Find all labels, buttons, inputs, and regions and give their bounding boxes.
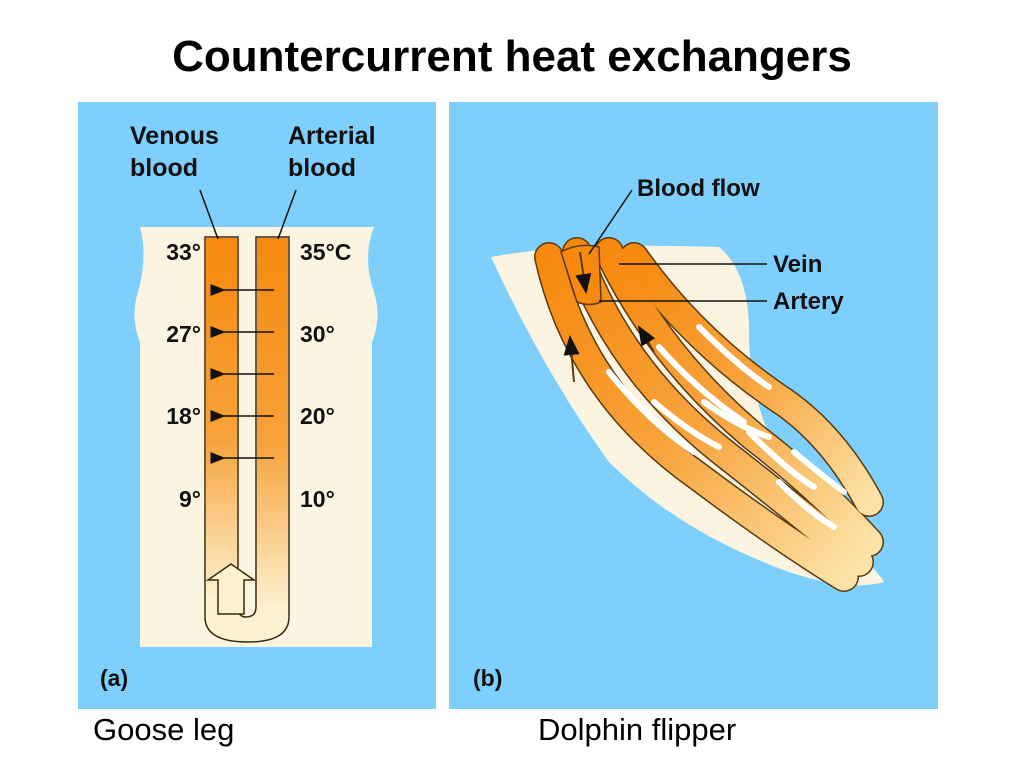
blood-flow-arrow-up bbox=[563, 335, 580, 383]
blood-flow-arrow-down bbox=[575, 251, 592, 294]
arterial-label-line2: blood bbox=[288, 154, 356, 182]
artery-label: Artery bbox=[773, 288, 844, 315]
blood-flow-label: Blood flow bbox=[637, 175, 760, 202]
arterial-label-line1: Arterial bbox=[288, 122, 376, 150]
venous-temp: 33° bbox=[166, 239, 201, 265]
caption-goose-leg: Goose leg bbox=[93, 712, 235, 747]
page-title: Countercurrent heat exchangers bbox=[172, 32, 852, 81]
panel-letter-a: (a) bbox=[100, 665, 128, 691]
venous-temp: 27° bbox=[166, 321, 201, 347]
caption-dolphin-flipper: Dolphin flipper bbox=[538, 712, 737, 747]
vessel-bundle bbox=[534, 237, 884, 592]
goose-leg-diagram: Venous blood Arterial blood 33° 27° 18° … bbox=[100, 122, 378, 691]
vein-label: Vein bbox=[773, 251, 822, 278]
arterial-temp: 10° bbox=[300, 486, 335, 512]
venous-vessel bbox=[206, 238, 237, 598]
blood-flow-leader bbox=[588, 189, 633, 255]
blood-flow-arrow-up bbox=[637, 325, 656, 353]
venous-label-line1: Venous bbox=[130, 122, 219, 150]
panel-dolphin-flipper: Blood flow Vein Artery (b) bbox=[449, 102, 938, 709]
arterial-leader bbox=[277, 189, 297, 240]
arterial-vessel bbox=[257, 238, 288, 608]
upward-flow-arrow bbox=[205, 563, 257, 615]
panel-letter-b: (b) bbox=[473, 665, 502, 691]
venous-leader bbox=[199, 189, 219, 240]
venous-temp: 18° bbox=[166, 403, 201, 429]
venous-temp: 9° bbox=[179, 486, 201, 512]
arterial-temp: 20° bbox=[300, 403, 335, 429]
dolphin-flipper-diagram: Blood flow Vein Artery (b) bbox=[473, 175, 884, 691]
venous-label-line2: blood bbox=[130, 154, 198, 182]
panel-goose-leg: Venous blood Arterial blood 33° 27° 18° … bbox=[78, 102, 436, 709]
arterial-temp: 30° bbox=[300, 321, 335, 347]
arterial-temp: 35°C bbox=[300, 239, 351, 265]
